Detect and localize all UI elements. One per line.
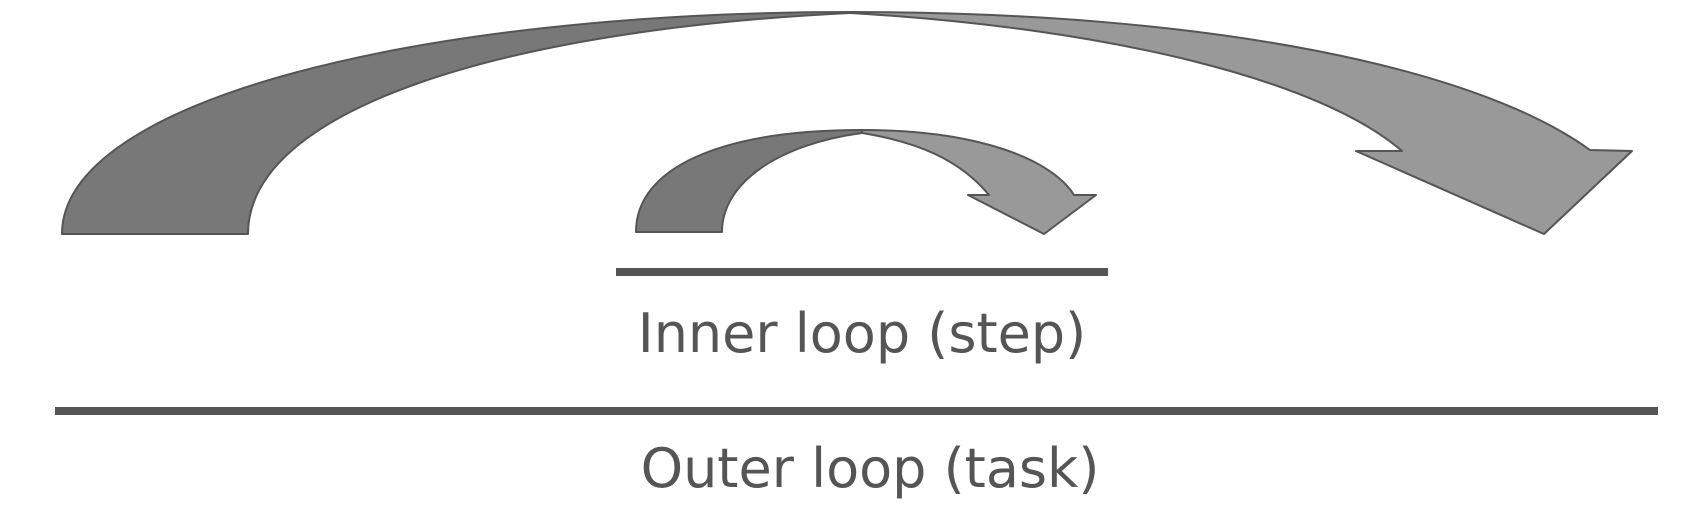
outer-arrow-left-half <box>61 11 851 235</box>
outer-loop-label: Outer loop (task) <box>641 437 1100 500</box>
outer-loop-arrow-icon <box>61 11 1633 235</box>
outer-arrow-right-half <box>849 11 1633 235</box>
inner-loop-arrow-icon <box>635 129 1097 235</box>
inner-arrow-right-half <box>861 129 1097 235</box>
inner-arrow-left-half <box>635 129 863 233</box>
inner-loop-label: Inner loop (step) <box>638 302 1086 365</box>
